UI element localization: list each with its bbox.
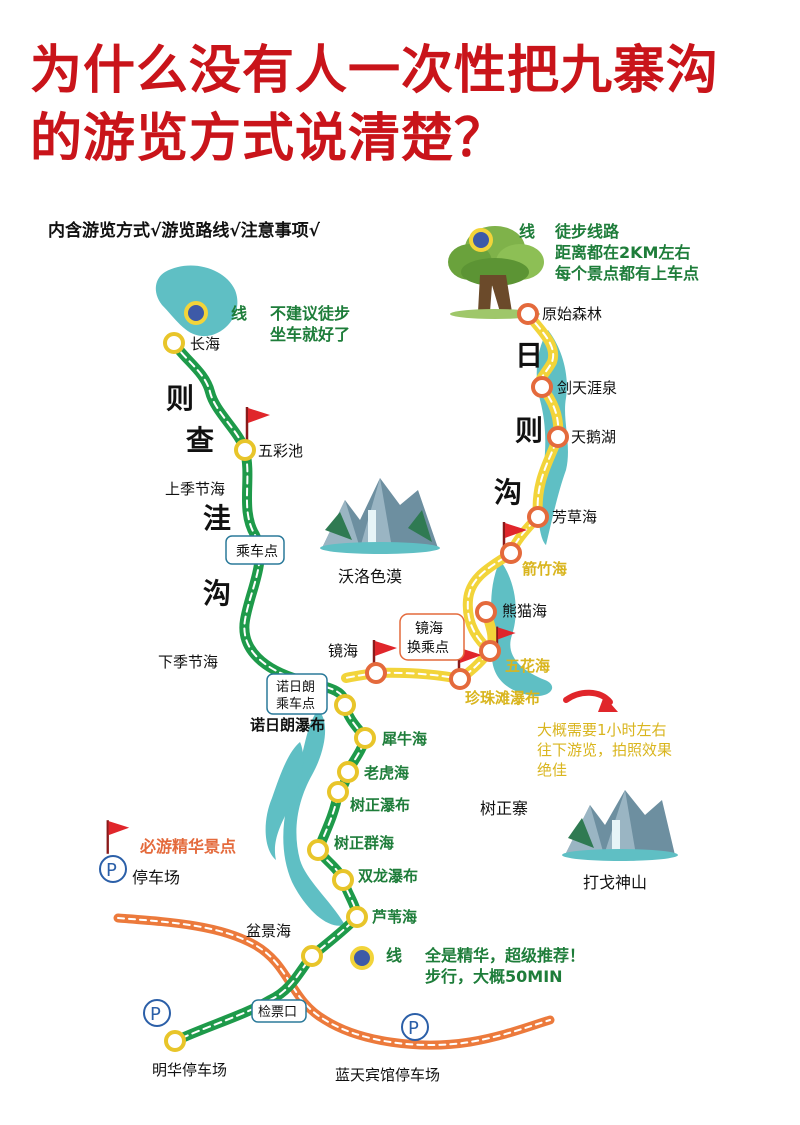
lake-shuzheng-left	[283, 710, 345, 926]
legend-highlight-label: 必游精华景点	[139, 837, 236, 856]
rize-char-2: 则	[515, 414, 543, 447]
stop-label-jiantianyaquan: 剑天涯泉	[557, 379, 617, 397]
lake-rize-lower	[491, 560, 553, 697]
annotation-arrow-icon	[563, 689, 618, 712]
stop-label-lantian-parking: 蓝天宾馆停车场	[335, 1066, 440, 1084]
scenery-woluoseduo: 沃洛色漠	[338, 567, 402, 586]
yellow-route-stops	[365, 303, 569, 690]
annotation-line2: 往下游览，拍照效果	[537, 741, 672, 759]
parking-icon: P	[99, 855, 127, 883]
green-route-stops	[163, 332, 376, 1052]
nuorilang-stop-label1: 诺日朗	[276, 680, 315, 695]
stop-label-shangjijiehai: 上季节海	[165, 480, 225, 498]
rize-char-1: 日	[515, 339, 543, 372]
lake-changhai	[155, 265, 238, 337]
rize-note2: 距离都在2KM左右	[555, 243, 690, 262]
svg-text:P: P	[150, 1004, 161, 1025]
stop-label-changhai: 长海	[190, 335, 220, 353]
stop-label-jianzhuhai: 箭竹海	[522, 560, 567, 578]
mountain-illustration-woluo	[320, 478, 440, 554]
stop-label-shuanglongpubu: 双龙瀑布	[358, 867, 418, 885]
stop-label-xiajijiehai: 下季节海	[158, 653, 218, 671]
shuzheng-line-dot-icon	[350, 946, 374, 970]
parking-icon: P	[143, 999, 171, 1027]
zechawa-char-2: 查	[186, 424, 214, 457]
shuzheng-note-line: 线	[386, 946, 402, 965]
zechawa-char-3: 洼	[203, 502, 231, 535]
zechawa-line-dot-icon	[184, 301, 208, 325]
jinghai-transfer-box	[399, 613, 465, 661]
annotation-line1: 大概需要1小时左右	[537, 721, 667, 739]
scenery-shuzhengzhai: 树正寨	[480, 799, 528, 818]
nuorilang-stop-box	[266, 673, 328, 715]
transfer-boxes: 乘车点 镜海 换乘点 诺日朗 乘车点 检票口	[225, 535, 465, 1023]
stop-label-xiniuhai: 犀牛海	[381, 730, 427, 748]
stop-label-nuorilang: 诺日朗瀑布	[250, 716, 325, 734]
stop-label-jinghai: 镜海	[328, 642, 358, 660]
stop-label-fangcaohai: 芳草海	[552, 508, 597, 526]
shuzheng-note2: 步行，大概50MIN	[425, 967, 563, 986]
bus-stop-box	[225, 535, 285, 565]
zechawa-char-1: 则	[166, 382, 194, 415]
page-title-line2: 的游览方式说清楚？	[30, 109, 508, 169]
svg-text:P: P	[408, 1018, 419, 1039]
bus-stop-box-label: 乘车点	[236, 543, 278, 560]
scenery-dageshenshan: 打戈神山	[583, 873, 647, 892]
jinghai-transfer-label2: 换乘点	[407, 639, 449, 656]
parking-icon: P	[401, 1013, 429, 1041]
stop-label-zhenzhutan: 珍珠滩瀑布	[465, 689, 540, 707]
stop-label-penjinghai: 盆景海	[246, 922, 291, 940]
zechawa-char-4: 沟	[203, 577, 231, 610]
annotation-line3: 绝佳	[537, 761, 567, 779]
subtitle: 内含游览方式√游览路线√注意事项√	[48, 220, 321, 241]
ticket-gate-label: 检票口	[258, 1005, 297, 1020]
stop-label-minghua-parking: 明华停车场	[152, 1061, 227, 1079]
rize-note1: 徒步线路	[554, 222, 620, 241]
nuorilang-stop-label2: 乘车点	[276, 696, 315, 712]
stop-label-xiongmaohai: 熊猫海	[502, 602, 547, 620]
zechawa-note1: 不建议徒步	[270, 304, 350, 323]
stop-label-wucaichi: 五彩池	[258, 442, 303, 460]
svg-text:P: P	[106, 860, 117, 881]
flag-icon	[245, 405, 272, 445]
stop-label-tianehu: 天鹅湖	[571, 428, 616, 446]
forest-tree-illustration	[448, 226, 544, 319]
stop-label-laohuhai: 老虎海	[363, 764, 409, 782]
stop-label-wuhuahai: 五花海	[505, 657, 550, 675]
stop-label-yuanshisenlin: 原始森林	[542, 305, 602, 323]
rize-char-3: 沟	[494, 476, 522, 509]
zechawa-note-line: 线	[231, 304, 247, 323]
ticket-gate-box	[251, 999, 307, 1023]
mountain-illustration-dage	[562, 790, 678, 861]
rize-note3: 每个景点都有上车点	[555, 264, 699, 283]
stop-label-shuzhengpubu: 树正瀑布	[350, 796, 410, 814]
page-title-line1: 为什么没有人一次性把九寨沟	[30, 41, 720, 101]
legend-parking-label: 停车场	[132, 868, 180, 887]
zechawa-note2: 坐车就好了	[270, 325, 350, 344]
roads	[113, 913, 555, 1050]
jinghai-transfer-label1: 镜海	[415, 621, 443, 637]
rize-note-line: 线	[519, 222, 535, 241]
stop-label-shuzhengqunhai: 树正群海	[334, 834, 394, 852]
flag-icon	[106, 819, 131, 855]
rize-line-dot-icon	[469, 228, 493, 252]
stop-label-luweihai: 芦苇海	[372, 908, 417, 926]
lake-shuzheng-right	[265, 742, 304, 860]
shuzheng-note1: 全是精华，超级推荐！	[424, 946, 585, 965]
